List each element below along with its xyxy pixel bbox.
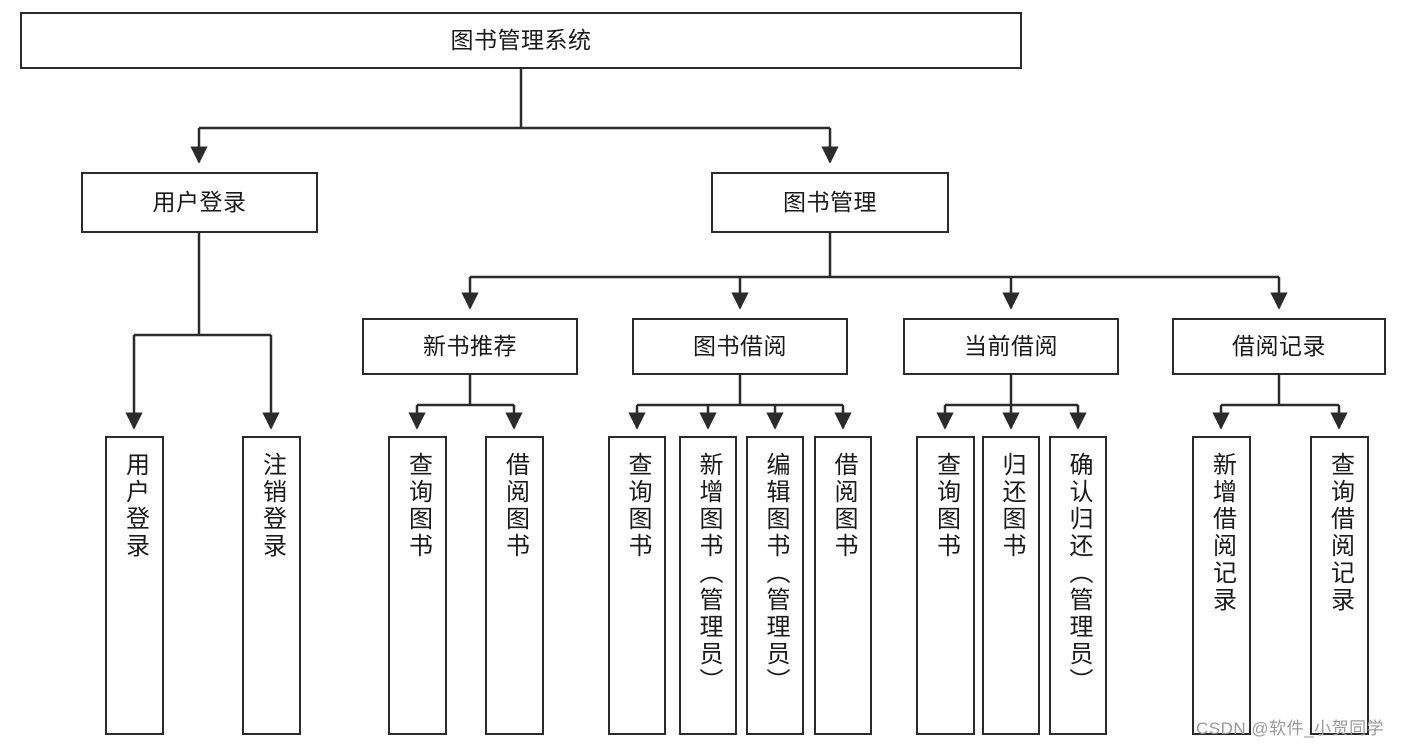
- node-user-login[interactable]: 用户登录: [81, 172, 318, 233]
- node-current-borrow-label: 当前借阅: [964, 332, 1058, 359]
- node-leaf-add-book-admin[interactable]: 新增图书（管理员）: [679, 436, 737, 735]
- node-user-login-label: 用户登录: [152, 188, 247, 215]
- node-leaf-user-login[interactable]: 用户登录: [105, 436, 164, 735]
- node-leaf-query-borrow-record[interactable]: 查询借阅记录: [1310, 436, 1369, 735]
- node-borrow-records[interactable]: 借阅记录: [1172, 318, 1386, 375]
- node-leaf-confirm-return-admin[interactable]: 确认归还（管理员）: [1049, 436, 1107, 735]
- node-new-book-recommend[interactable]: 新书推荐: [362, 318, 578, 375]
- node-book-borrow[interactable]: 图书借阅: [632, 318, 848, 375]
- node-leaf-borrow-book[interactable]: 借阅图书: [814, 436, 872, 735]
- node-leaf-add-borrow-record[interactable]: 新增借阅记录: [1192, 436, 1251, 735]
- node-book-management-label: 图书管理: [783, 188, 877, 215]
- node-leaf-borrow-book-rec[interactable]: 借阅图书: [485, 436, 544, 735]
- node-root-label: 图书管理系统: [450, 26, 592, 53]
- node-leaf-logout[interactable]: 注销登录: [242, 436, 301, 735]
- node-book-management[interactable]: 图书管理: [711, 172, 949, 233]
- node-new-book-recommend-label: 新书推荐: [423, 332, 517, 359]
- node-leaf-logout-label: 注销登录: [258, 452, 286, 560]
- node-leaf-borrow-book-rec-label: 借阅图书: [501, 452, 529, 560]
- node-leaf-query-book-rec-label: 查询图书: [404, 452, 432, 560]
- node-current-borrow[interactable]: 当前借阅: [903, 318, 1119, 375]
- node-leaf-query-book-current[interactable]: 查询图书: [916, 436, 975, 735]
- node-leaf-confirm-return-admin-label: 确认归还（管理员）: [1065, 452, 1092, 695]
- node-leaf-return-book[interactable]: 归还图书: [982, 436, 1040, 735]
- node-leaf-query-book-borrow-label: 查询图书: [624, 452, 651, 560]
- node-leaf-query-book-rec[interactable]: 查询图书: [388, 436, 447, 735]
- node-book-borrow-label: 图书借阅: [693, 332, 787, 359]
- node-leaf-add-book-admin-label: 新增图书（管理员）: [695, 452, 722, 695]
- node-leaf-return-book-label: 归还图书: [998, 452, 1025, 560]
- node-leaf-add-borrow-record-label: 新增借阅记录: [1208, 452, 1236, 614]
- node-borrow-records-label: 借阅记录: [1232, 332, 1326, 359]
- node-leaf-query-book-borrow[interactable]: 查询图书: [608, 436, 666, 735]
- node-leaf-query-book-current-label: 查询图书: [932, 452, 960, 560]
- csdn-watermark: CSDN @软件_小贺同学: [1196, 719, 1385, 738]
- node-leaf-borrow-book-label: 借阅图书: [830, 452, 857, 560]
- node-leaf-query-borrow-record-label: 查询借阅记录: [1326, 452, 1354, 614]
- node-root[interactable]: 图书管理系统: [20, 12, 1022, 69]
- node-leaf-edit-book-admin-label: 编辑图书（管理员）: [762, 452, 789, 695]
- node-leaf-edit-book-admin[interactable]: 编辑图书（管理员）: [746, 436, 804, 735]
- node-leaf-user-login-label: 用户登录: [121, 452, 149, 560]
